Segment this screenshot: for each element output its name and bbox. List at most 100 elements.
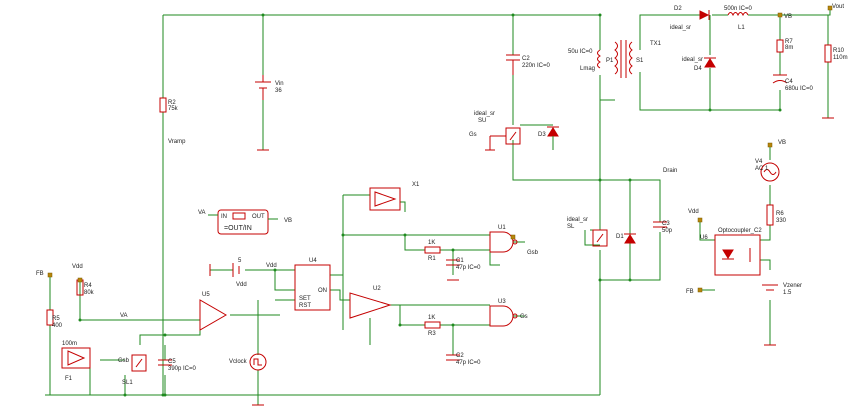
resistor-r6[interactable]: R6 330	[766, 204, 787, 226]
drain-label: Drain	[663, 168, 677, 174]
d3-label: D3	[538, 132, 546, 138]
u4-label: U4	[309, 258, 317, 264]
r10-value: 110m	[833, 55, 848, 61]
resistor-r1[interactable]: 1K R1	[424, 240, 441, 262]
gsb2-label: Gsb	[118, 358, 130, 364]
vin-source[interactable]: Vin 36	[255, 75, 284, 151]
resistor-r5[interactable]: R5 400	[46, 309, 63, 329]
r6-value: 330	[776, 218, 787, 224]
vclock-label: Vclock	[229, 359, 248, 365]
vout-label: Vout	[832, 4, 844, 10]
amplifier-f1[interactable]: 100m F1	[61, 341, 91, 382]
u2-label: U2	[373, 286, 381, 292]
set-label: SET	[299, 296, 311, 302]
vin-value: 36	[275, 88, 282, 94]
in-out-block[interactable]: IN OUT =OUT/IN VA VB	[198, 209, 292, 235]
capacitor-c3[interactable]: C3 50p Drain	[653, 168, 677, 234]
u1-label: U1	[498, 225, 506, 231]
c2b-label: C2	[456, 353, 464, 359]
resistor-r2[interactable]: R2 75k Vramp	[159, 97, 186, 145]
gs2-label: Gs	[520, 314, 528, 320]
vclock-source[interactable]: Vclock	[229, 353, 267, 406]
comparator-u2[interactable]: U2	[349, 286, 392, 319]
out-label: OUT	[252, 214, 265, 220]
su-label: SU	[478, 118, 486, 124]
r7-label: R7	[785, 39, 793, 45]
vb-opto-label: VB	[778, 140, 786, 146]
r5-value: 400	[52, 323, 63, 329]
d2-type: ideal_sr	[670, 25, 691, 31]
r6-label: R6	[776, 211, 784, 217]
r10-label: R10	[833, 48, 845, 54]
opamp-u5[interactable]: U5 VA	[120, 292, 228, 331]
c1-label: C1	[456, 258, 464, 264]
gate-u3[interactable]: U3 Gs	[489, 299, 528, 327]
r2-label: R2	[168, 100, 176, 106]
r1-value: 1K	[428, 240, 435, 246]
l1-value: 500n IC=0	[724, 6, 753, 12]
f1-label: F1	[65, 376, 73, 382]
gs-label: Gs	[469, 132, 477, 138]
r4-label: R4	[84, 283, 92, 289]
resistor-r7[interactable]: R7 8m	[776, 39, 793, 53]
sl-type: ideal_sr	[567, 217, 588, 223]
c5-label: C5	[168, 359, 176, 365]
r4-value: 80k	[84, 290, 95, 296]
capacitor-c2b[interactable]: C2 47p IC=0	[446, 353, 481, 366]
vzener-label: Vzener	[783, 283, 802, 289]
d1-label: D1	[616, 234, 624, 240]
vdd-latch-label: Vdd	[266, 263, 277, 269]
latch-u4[interactable]: U4 SET RST ON Vdd	[266, 258, 331, 311]
gsb-label: Gsb	[527, 250, 539, 256]
tx1-label: TX1	[650, 41, 662, 47]
lmag-label: Lmag	[580, 66, 595, 72]
resistor-r10[interactable]: R10 110m Vout VB	[784, 4, 848, 119]
su-type: ideal_sr	[474, 111, 495, 117]
c4-label: C4	[785, 79, 793, 85]
c3-value: 50p	[662, 228, 673, 234]
node-markers	[47, 5, 833, 293]
capacitor-c5[interactable]: C5 390p IC=0	[158, 359, 197, 372]
diode-d3[interactable]: D3	[520, 124, 559, 150]
lmag-value: 50u IC=0	[568, 49, 593, 55]
r3-value: 1K	[428, 315, 435, 321]
five-label: 5	[238, 258, 242, 264]
v4-label: V4	[755, 159, 763, 165]
vramp-label: Vramp	[168, 139, 186, 145]
resistor-r3[interactable]: 1K R3	[424, 315, 441, 337]
c1-value: 47p IC=0	[456, 265, 481, 271]
optocoupler-u6[interactable]: U6 Optocoupler_C2 Vdd FB	[686, 209, 762, 295]
v4-value: AC 1	[755, 166, 769, 172]
vzener-source[interactable]: Vzener 1.5	[762, 283, 802, 346]
dc-source-5v[interactable]: 5 Vdd	[209, 258, 247, 288]
c2-value: 220n IC=0	[522, 63, 551, 69]
fb-opto-label: FB	[686, 289, 694, 295]
vdd-opto-label: Vdd	[688, 209, 699, 215]
r5-label: R5	[52, 316, 60, 322]
vin-label: Vin	[275, 81, 284, 87]
gate-u1[interactable]: U1 Gsb	[489, 225, 539, 256]
va-in-label: VA	[198, 210, 206, 216]
switch-su[interactable]: ideal_sr SU Gs	[469, 111, 521, 151]
ac-source-v4[interactable]: V4 AC 1 VB	[755, 140, 786, 182]
diode-d1[interactable]: D1	[616, 233, 636, 244]
switch-sl[interactable]: ideal_sr SL	[567, 217, 608, 247]
d2-label: D2	[674, 6, 682, 12]
c2-label: C2	[522, 56, 530, 62]
r2-value: 75k	[168, 106, 179, 112]
r7-value: 8m	[785, 45, 793, 51]
switch-sl1[interactable]: SL1 Gsb	[118, 354, 147, 386]
capacitor-c4[interactable]: C4 680u IC=0	[772, 74, 814, 92]
resistor-r4[interactable]: R4 80k Vdd FB	[36, 264, 95, 296]
capacitor-c2[interactable]: C2 220n IC=0	[506, 54, 551, 75]
comparator-x1[interactable]: X1	[369, 182, 420, 211]
d4-type: ideal_sr	[682, 57, 703, 63]
diode-d2[interactable]: D2 ideal_sr	[670, 6, 710, 31]
inductor-l1[interactable]: 500n IC=0 L1	[724, 6, 753, 31]
vb-out-label: VB	[284, 218, 292, 224]
opto-label: Optocoupler_C2	[718, 228, 762, 234]
capacitor-c1[interactable]: C1 47p IC=0	[446, 258, 481, 281]
transformer-tx1[interactable]: TX1 P1 S1 50u IC=0 Lmag	[568, 40, 662, 78]
diode-d4[interactable]: ideal_sr D4	[682, 57, 716, 72]
